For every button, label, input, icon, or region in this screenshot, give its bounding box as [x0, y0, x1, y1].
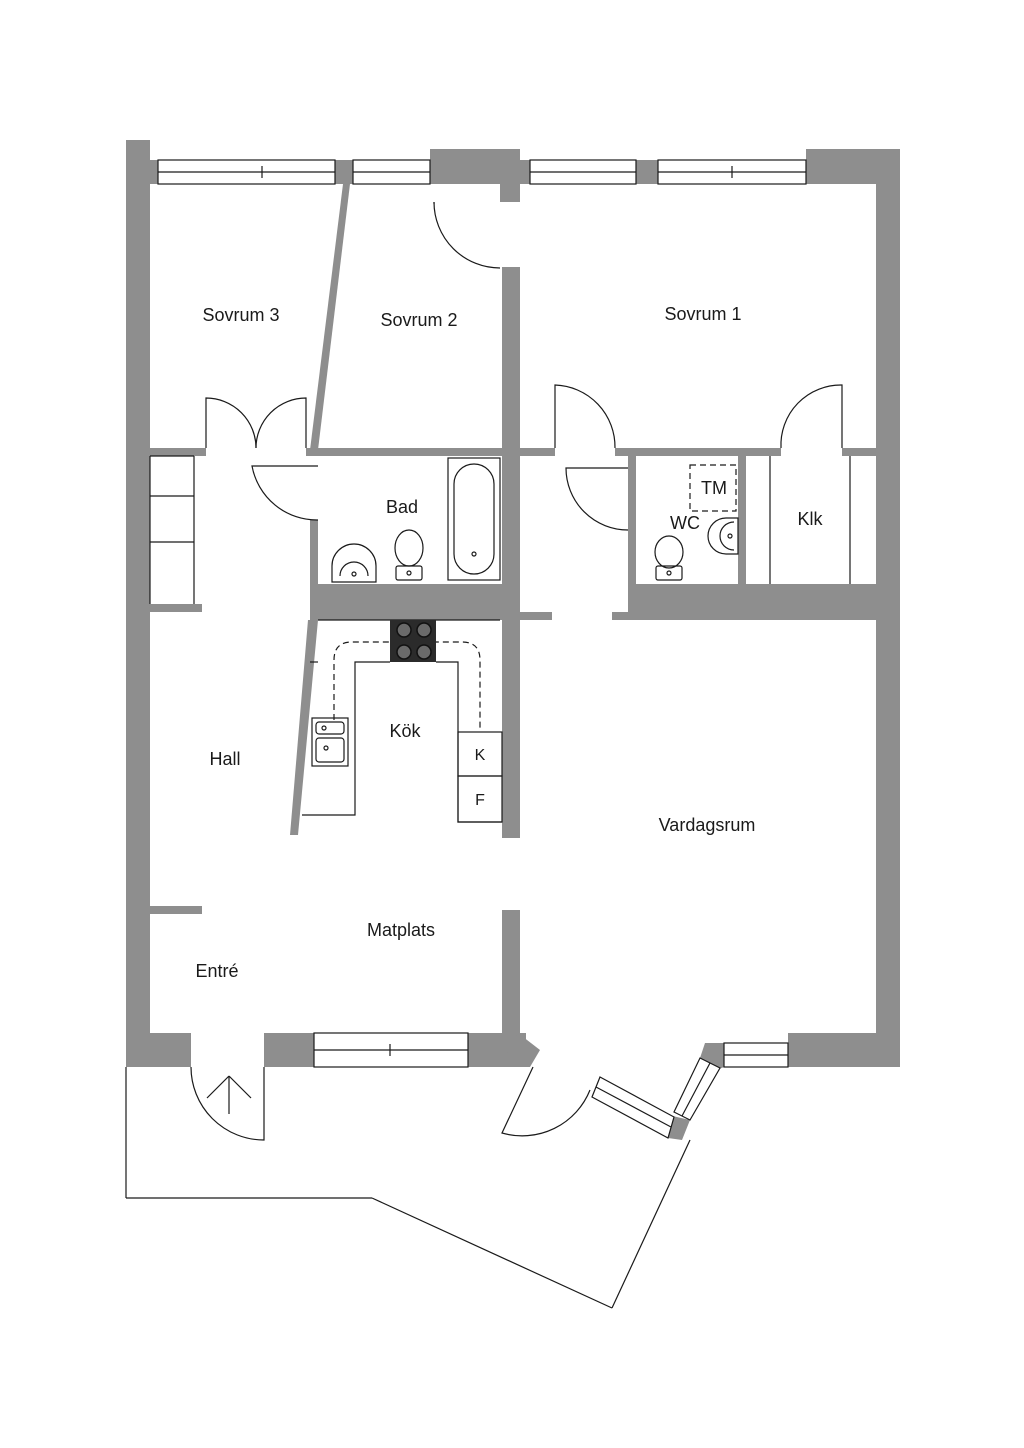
outer-walls: [126, 140, 900, 1140]
label-sovrum-2: Sovrum 2: [380, 310, 457, 330]
windows: [157, 159, 807, 1139]
label-sovrum-3: Sovrum 3: [202, 305, 279, 325]
label-kok: Kök: [389, 721, 421, 741]
label-bad: Bad: [386, 497, 418, 517]
balcony: [125, 1067, 691, 1309]
stove-icon: [390, 620, 436, 662]
hall-storage: [149, 455, 195, 604]
sink-icon: [311, 717, 349, 767]
klk-closet: [769, 456, 851, 584]
label-klk: Klk: [797, 509, 823, 529]
label-frys: F: [475, 792, 485, 809]
tm-washer-box: [689, 464, 737, 512]
bathtub-icon: [447, 457, 501, 581]
interior-walls: [150, 184, 876, 1033]
label-matplats: Matplats: [367, 920, 435, 940]
toilet-icon: [654, 535, 684, 581]
label-hall: Hall: [209, 749, 240, 769]
label-kyl: K: [475, 747, 486, 764]
entrance-arrow-icon: [206, 1075, 252, 1114]
label-wc: WC: [670, 513, 700, 533]
doors: [190, 201, 843, 1141]
washbasin-icon: [331, 543, 377, 583]
fridge-freezer: [457, 731, 503, 823]
label-vardagsrum: Vardagsrum: [659, 815, 756, 835]
label-tm: TM: [701, 478, 727, 498]
label-sovrum-1: Sovrum 1: [664, 304, 741, 324]
label-entre: Entré: [195, 961, 238, 981]
toilet-icon: [394, 529, 424, 581]
washbasin-icon: [707, 517, 739, 555]
